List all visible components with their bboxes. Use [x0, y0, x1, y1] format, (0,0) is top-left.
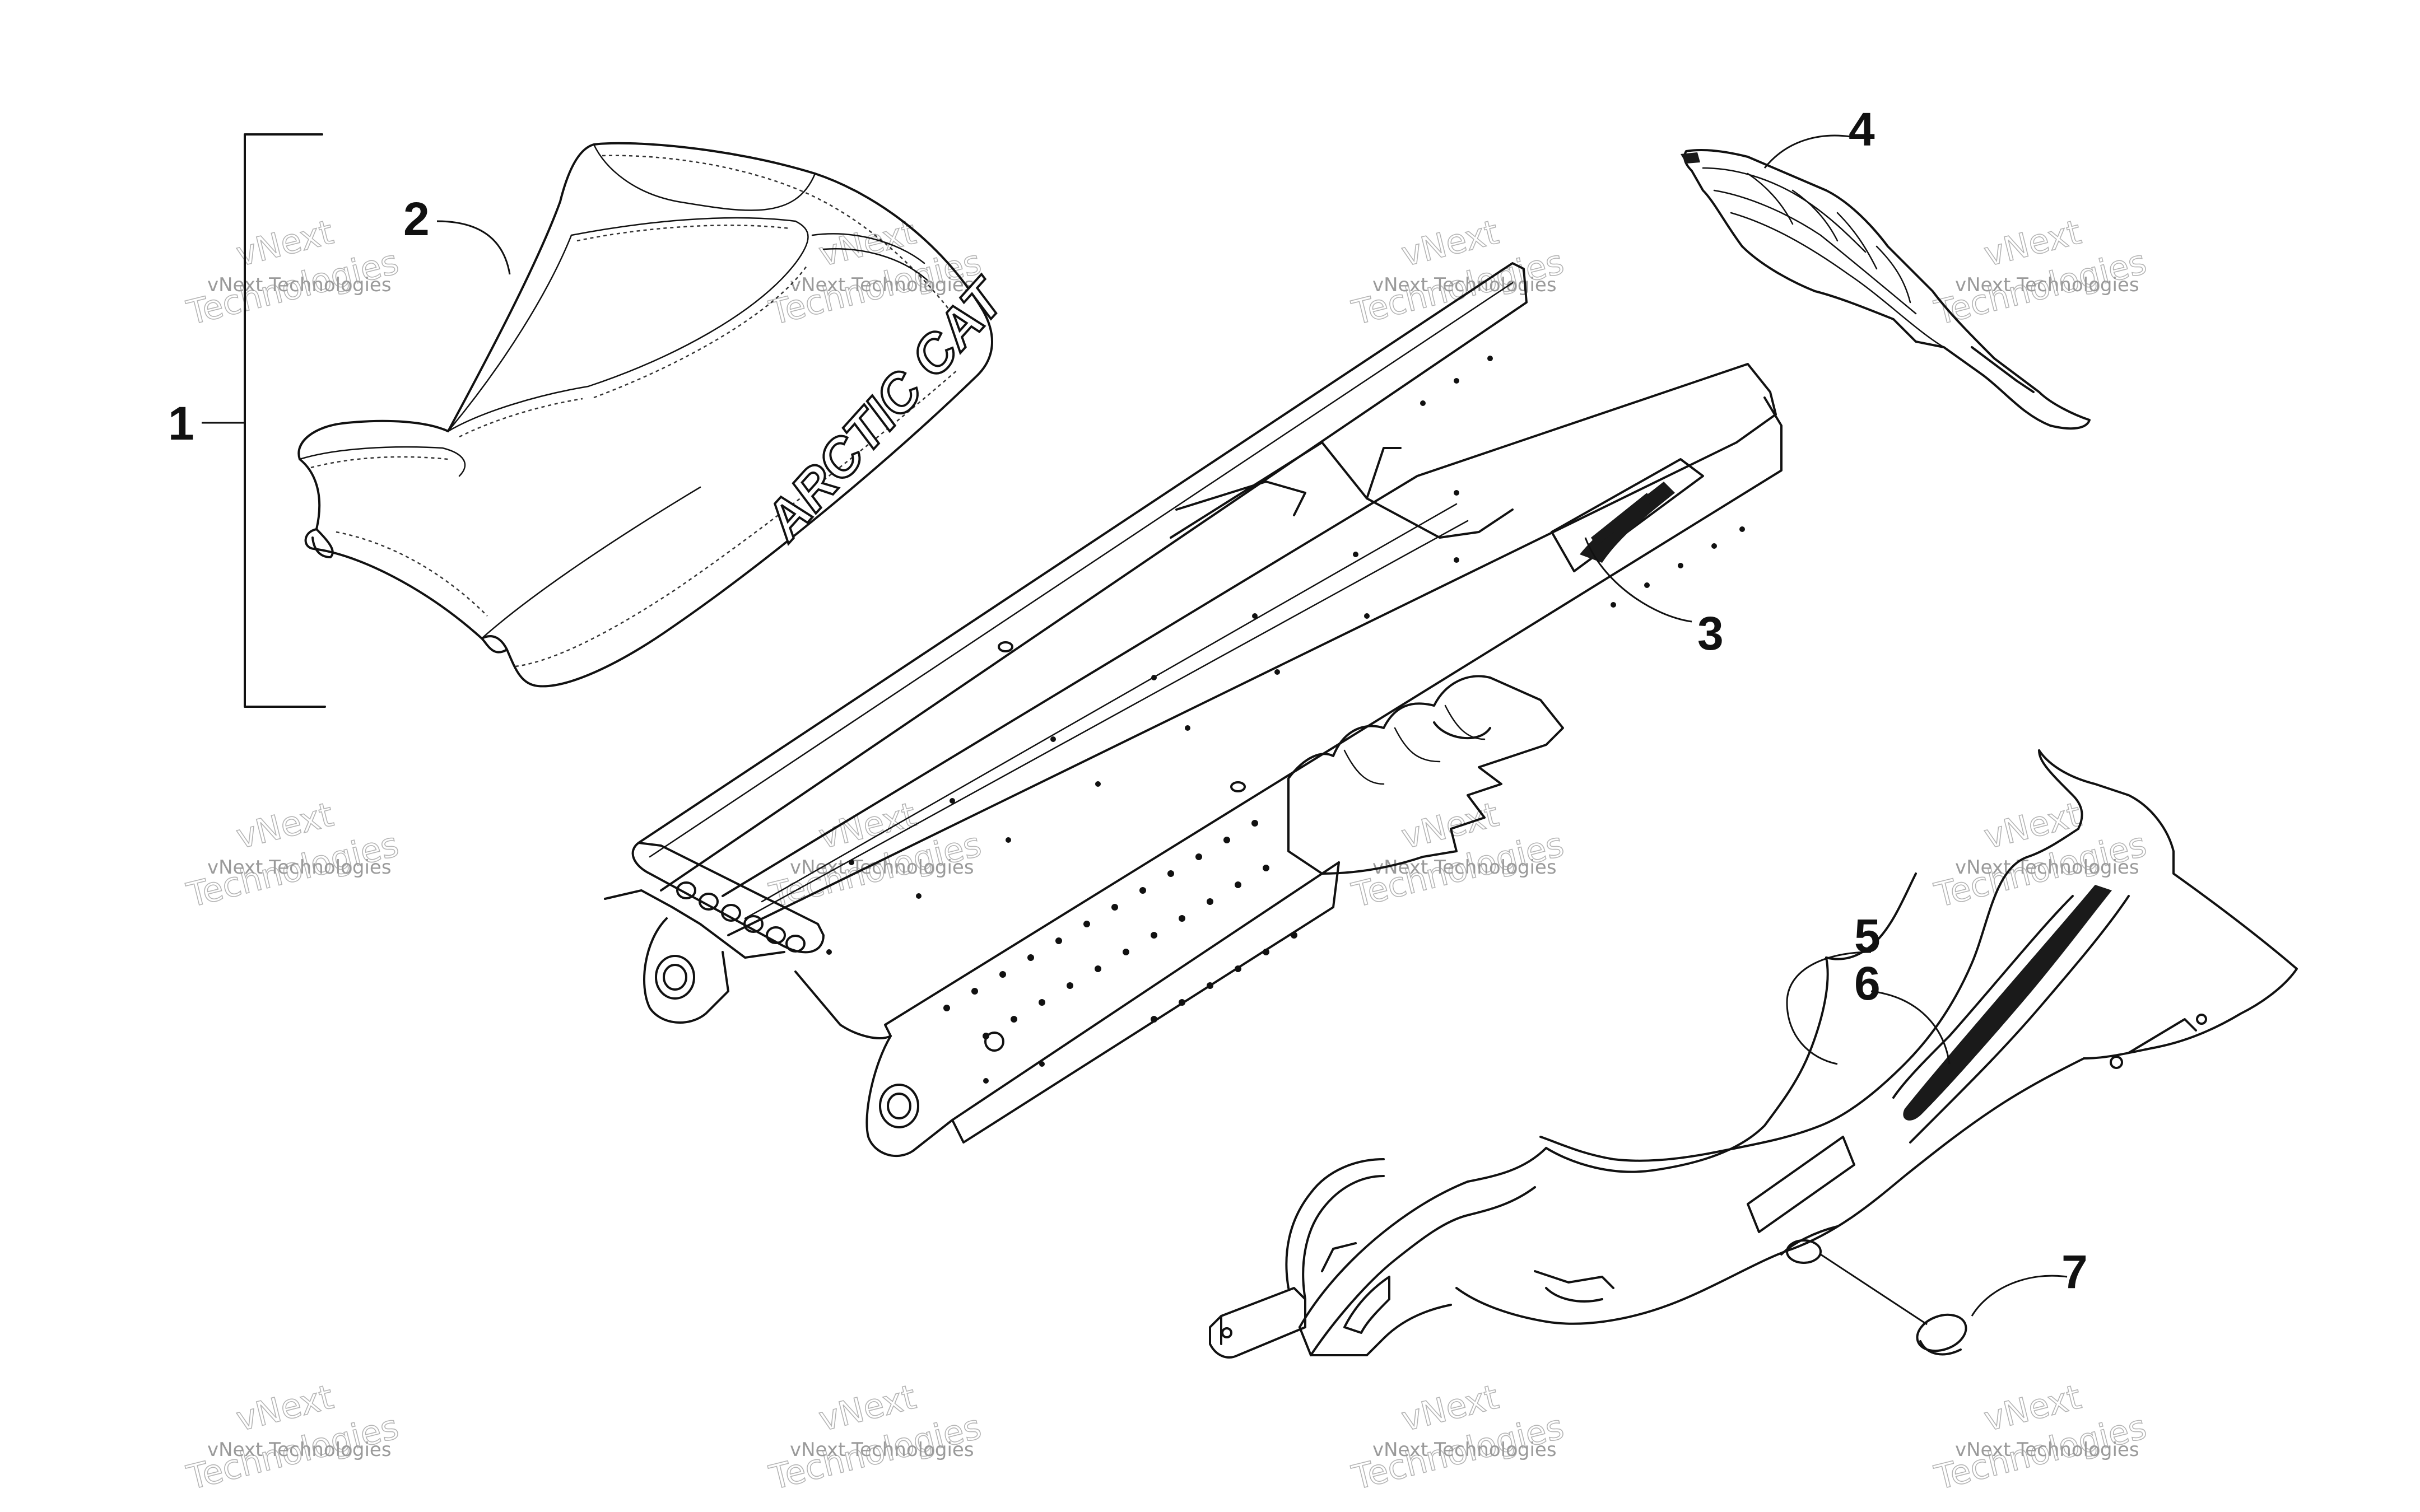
watermark-small: vNext Technologies [1372, 274, 1557, 296]
leader-2 [436, 220, 511, 275]
watermark: Technologies vNext vNext Technologies [1930, 212, 2151, 333]
watermark: Technologies vNext vNext Technologies [765, 795, 985, 916]
leader-3 [1584, 537, 1692, 623]
leader-6 [1870, 990, 1951, 1065]
callout-7: 7 [2061, 1245, 2088, 1298]
rivet-holes [826, 356, 1745, 1084]
leader-7 [1820, 1253, 1928, 1326]
watermark: Technologies vNext vNext Technologies [1348, 1377, 1568, 1498]
watermark-small: vNext Technologies [1372, 856, 1557, 879]
watermark-layer: Technologies vNext vNext Technologies Te… [183, 212, 2151, 1498]
watermark-small: vNext Technologies [207, 1439, 392, 1461]
stripe-decal [1903, 885, 2112, 1121]
watermark: Technologies vNext vNext Technologies [1930, 795, 2151, 916]
watermark: Technologies vNext vNext Technologies [1348, 795, 1568, 916]
watermark-small: vNext Technologies [207, 856, 392, 879]
watermark: Technologies vNext vNext Technologies [183, 1377, 403, 1498]
callout-5: 5 [1854, 909, 1881, 962]
watermark-small: vNext Technologies [790, 274, 974, 296]
watermark-small: vNext Technologies [1372, 1439, 1557, 1461]
watermark-small: vNext Technologies [207, 274, 392, 296]
watermark-small: vNext Technologies [790, 1439, 974, 1461]
leader-7b [1971, 1275, 2068, 1317]
leader-5 [1786, 951, 1872, 1065]
watermark-small: vNext Technologies [1955, 274, 2139, 296]
watermark: Technologies vNext vNext Technologies [183, 212, 403, 333]
callout-4: 4 [1849, 103, 1875, 156]
watermark-small: vNext Technologies [1955, 856, 2139, 879]
assembly-bracket [202, 133, 326, 708]
callout-1: 1 [168, 397, 194, 450]
watermark: Technologies vNext vNext Technologies [765, 1377, 985, 1498]
callout-2: 2 [403, 193, 430, 245]
watermark: Technologies vNext vNext Technologies [1930, 1377, 2151, 1498]
watermark: Technologies vNext vNext Technologies [183, 795, 403, 916]
leader-4 [1763, 134, 1855, 169]
side-panel-bumper[interactable] [1209, 749, 2298, 1359]
watermark-small: vNext Technologies [1955, 1439, 2139, 1461]
watermark: Technologies vNext vNext Technologies [1348, 212, 1568, 333]
rear-flap[interactable] [1681, 149, 2091, 430]
plug[interactable] [1912, 1308, 1971, 1357]
callout-6: 6 [1854, 957, 1881, 1010]
tunnel[interactable] [604, 262, 1783, 1157]
callout-3: 3 [1697, 607, 1724, 660]
